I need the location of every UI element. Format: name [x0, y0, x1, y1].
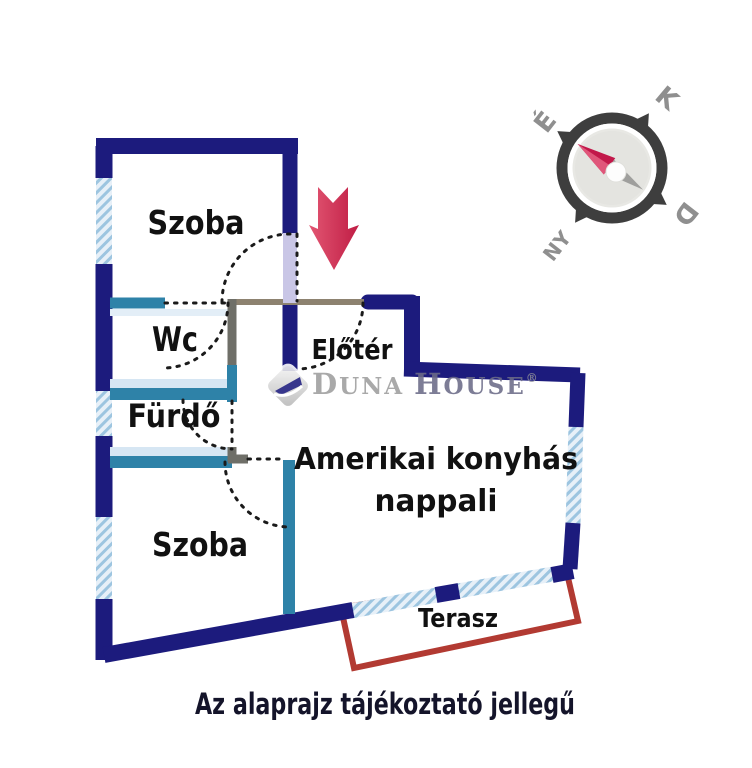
room-label-szoba-bottom: Szoba — [152, 525, 248, 564]
room-label-wc: Wc — [152, 320, 198, 360]
wall-nappali-top — [403, 361, 581, 383]
compass-hub — [605, 161, 627, 183]
room-label-nappali-line2: nappali — [375, 484, 498, 519]
interior-walls — [110, 297, 364, 614]
door-leaf — [283, 233, 297, 303]
wall-bottom-slant — [434, 583, 461, 603]
brand-logo-swoosh-highlight — [273, 384, 304, 397]
wall-bottom-slant — [550, 563, 575, 583]
compass-ring — [556, 112, 668, 224]
room-labels: Szoba Wc Fürdő Előtér Amerikai konyhás n… — [128, 203, 579, 634]
brand-watermark: DUNA HOUSE® — [265, 363, 540, 409]
room-label-nappali-line1: Amerikai konyhás — [294, 442, 578, 477]
doors-layer — [161, 232, 365, 529]
door-arc-furdo — [181, 398, 234, 451]
wall-right — [562, 522, 581, 570]
room-label-terasz: Terasz — [418, 604, 498, 634]
door-arc-szoba-top — [220, 232, 292, 304]
compass: É K D NY — [527, 81, 704, 266]
door-arc-entry — [295, 301, 365, 371]
room-label-szoba-top: Szoba — [148, 203, 245, 242]
window — [456, 566, 555, 599]
wall-bottom-slant — [102, 602, 355, 663]
tile-strip — [110, 447, 228, 457]
windows-layer — [96, 176, 584, 619]
door-arc-szoba-bottom — [223, 460, 292, 529]
caption: Az alaprajz tájékoztató jellegű — [195, 687, 575, 721]
compass-needle-highlight — [577, 143, 611, 175]
tile-strip — [110, 379, 228, 389]
window — [349, 587, 439, 619]
window — [565, 425, 584, 525]
compass-rose — [556, 112, 668, 224]
room-label-furdo: Fürdő — [128, 397, 221, 435]
door-arc-wc — [161, 301, 230, 370]
brand-logo-swoosh — [275, 377, 302, 395]
outer-walls — [95, 138, 586, 663]
room-label-eloter: Előtér — [312, 333, 393, 366]
wall-right — [568, 372, 586, 428]
tile-strip — [110, 309, 228, 316]
entrance-arrow — [309, 187, 359, 270]
wet-room-strips — [110, 309, 228, 457]
brand-wordmark: DUNA HOUSE® — [312, 367, 540, 401]
